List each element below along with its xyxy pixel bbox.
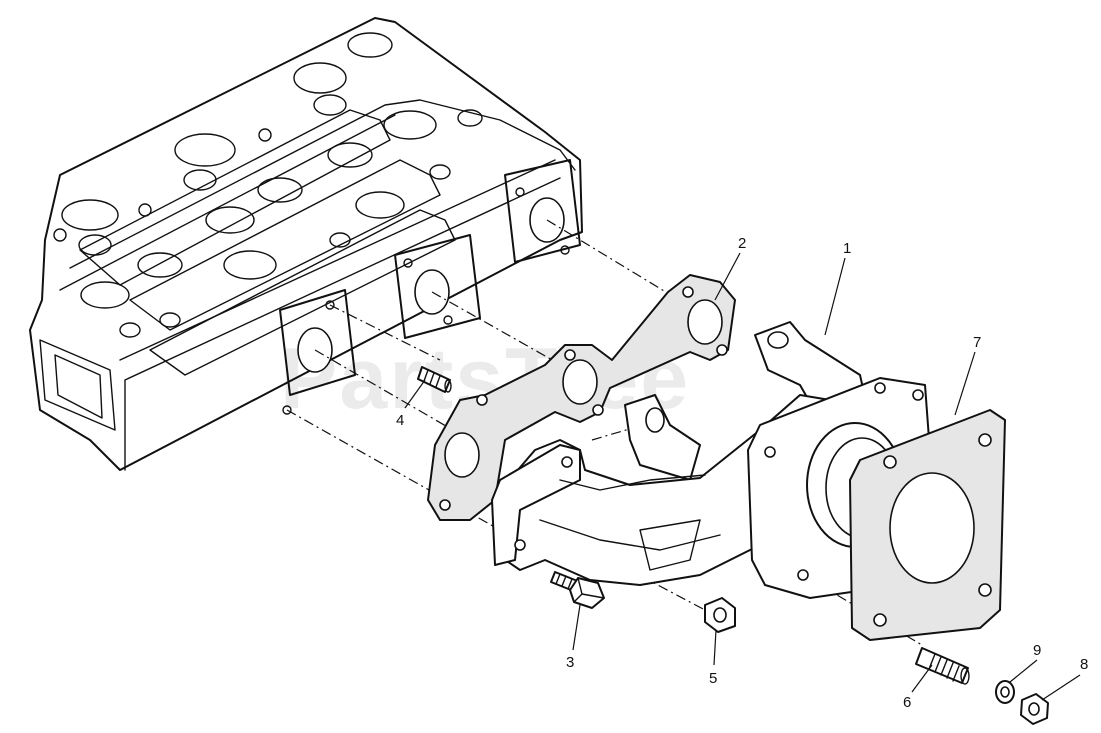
- callout-7: 7: [973, 334, 981, 351]
- stud-part-6: [915, 647, 970, 685]
- cylinder-head: [29, 17, 583, 471]
- callout-3: 3: [566, 654, 574, 671]
- washer-part-9: [995, 680, 1015, 704]
- nut-part-5: [704, 597, 736, 633]
- callout-2: 2: [738, 235, 746, 252]
- callout-4: 4: [396, 412, 404, 429]
- callout-5: 5: [709, 670, 717, 687]
- nut-part-8: [1020, 693, 1049, 725]
- callout-8: 8: [1080, 656, 1088, 673]
- callout-1: 1: [843, 240, 851, 257]
- flange-gasket: [849, 409, 1006, 641]
- bolt-part-3: [550, 571, 605, 609]
- manifold-gasket: [427, 274, 736, 521]
- rocker-details: [53, 32, 483, 376]
- callout-9: 9: [1033, 642, 1041, 659]
- leader-lines: [404, 252, 1081, 701]
- callout-6: 6: [903, 694, 911, 711]
- stud-part-4: [417, 366, 452, 393]
